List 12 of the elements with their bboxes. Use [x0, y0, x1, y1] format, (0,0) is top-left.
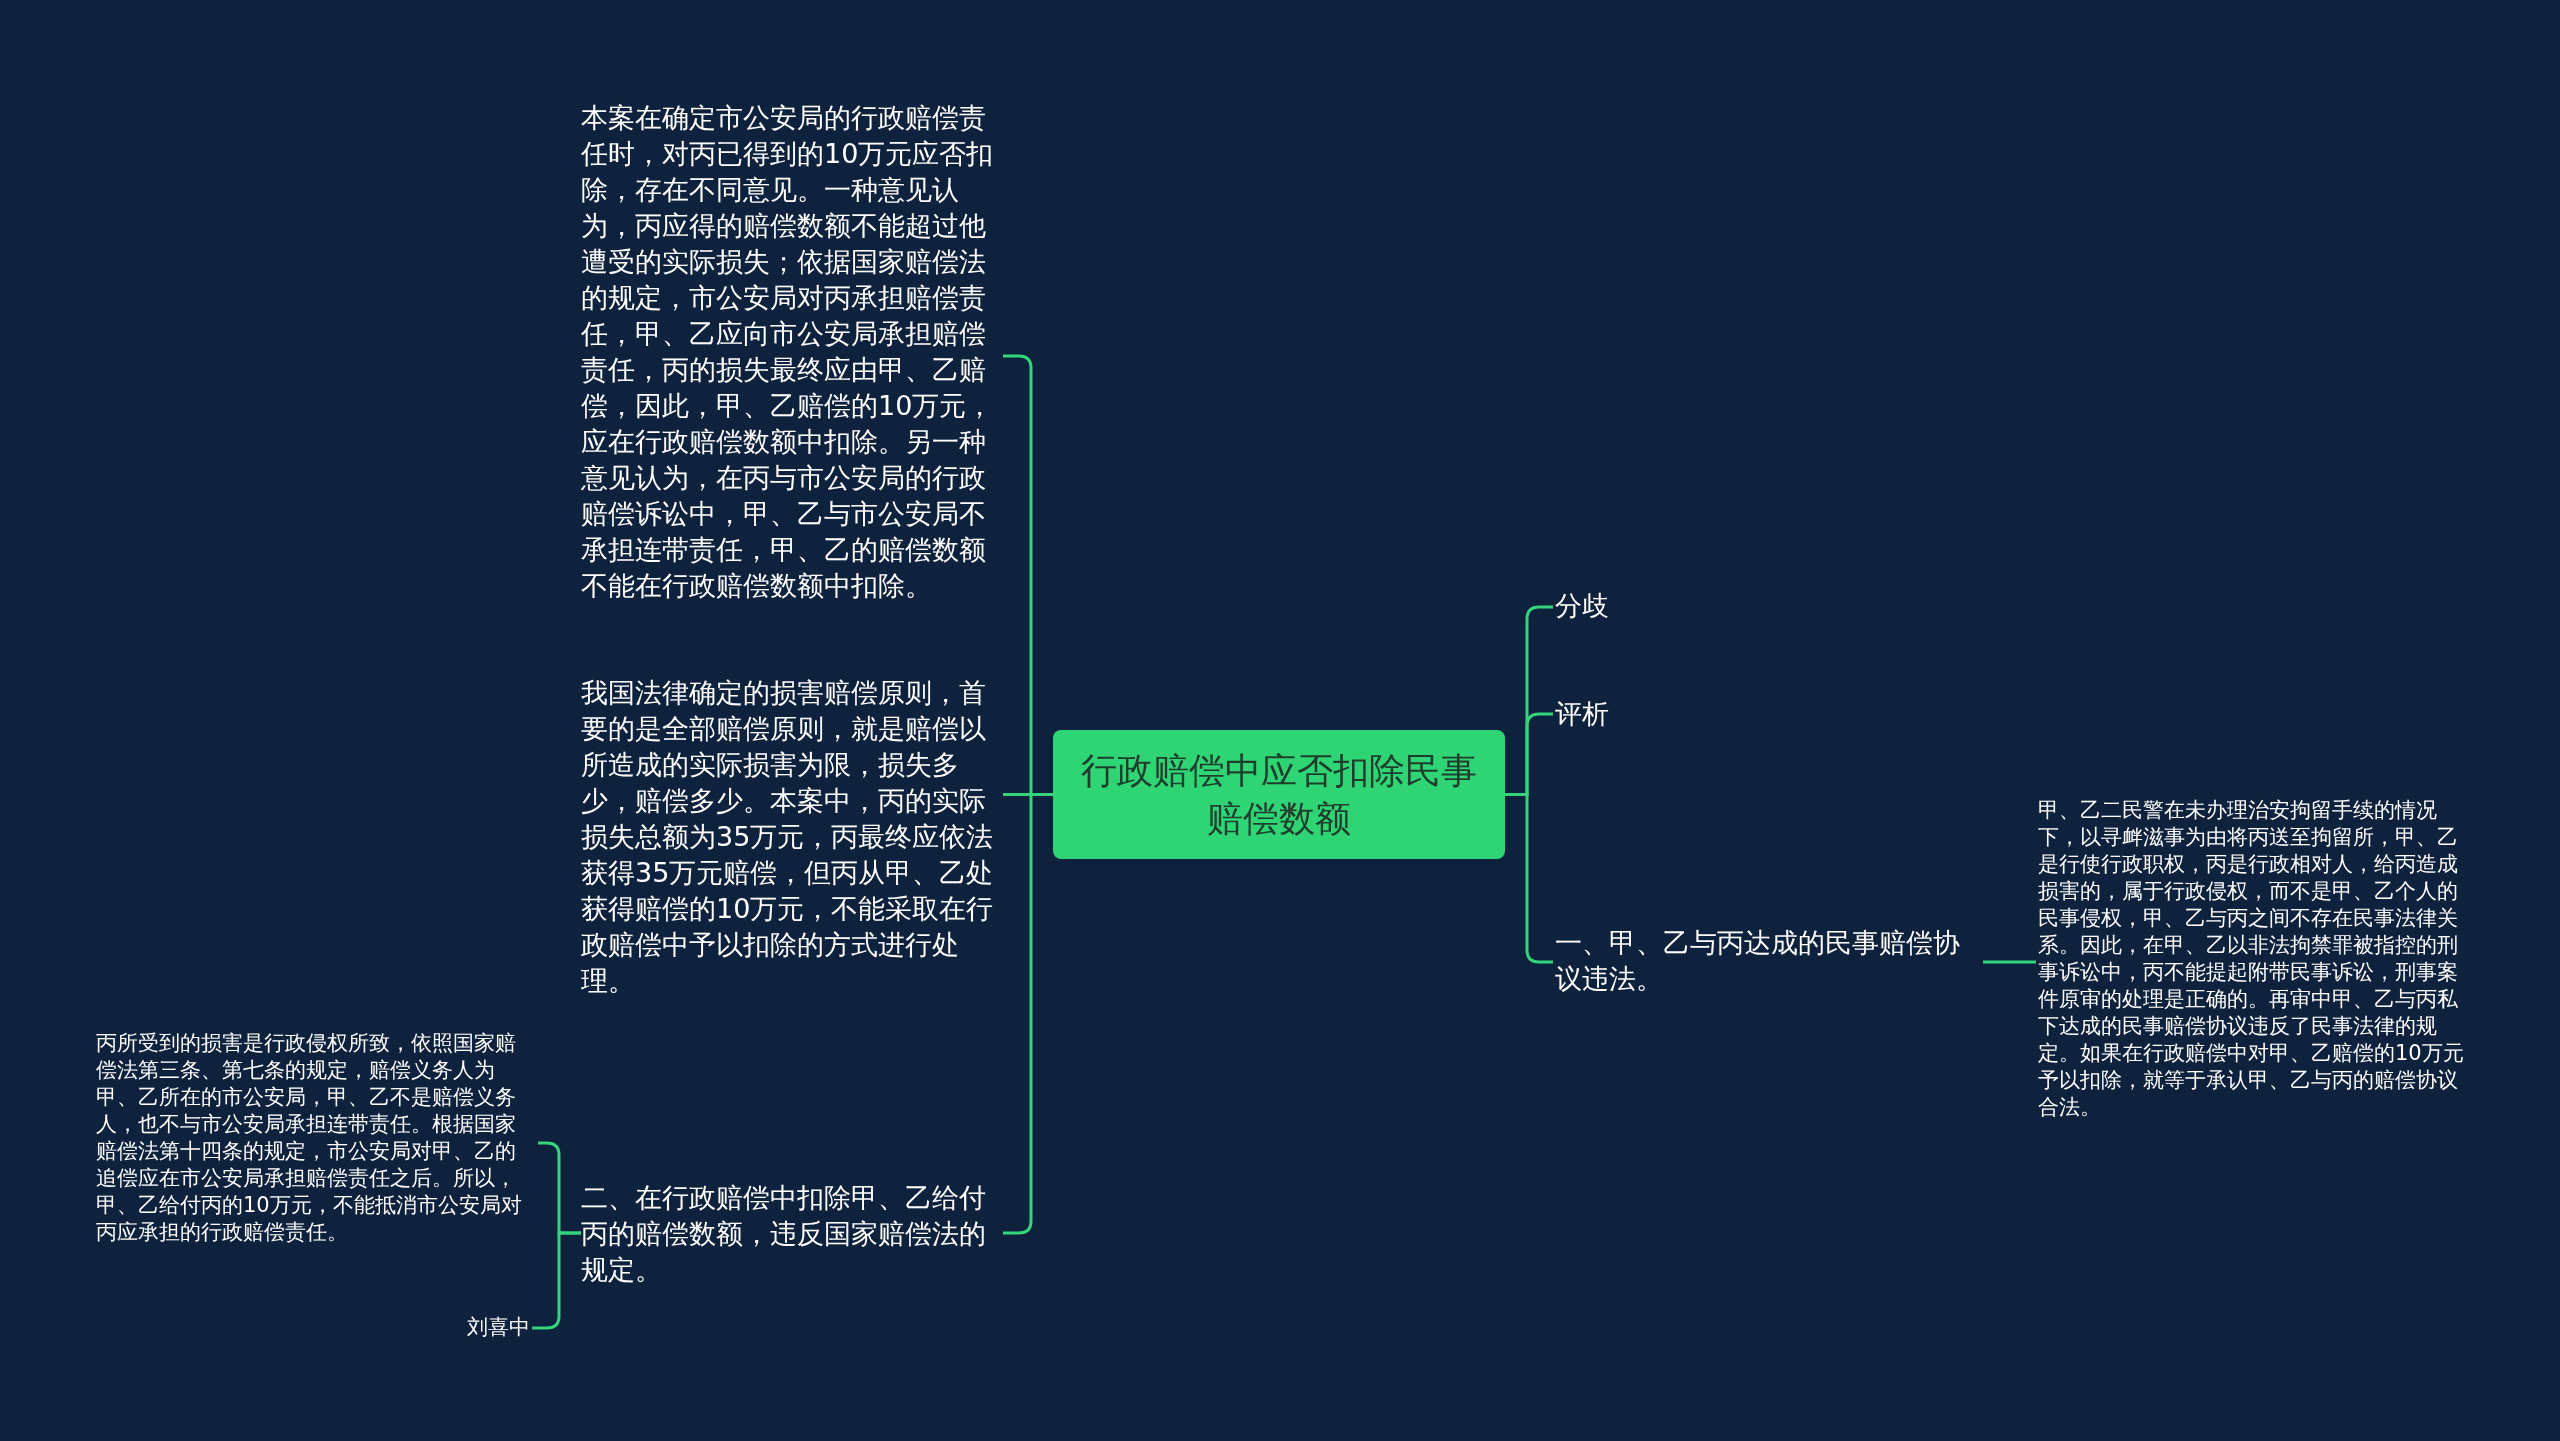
branch-text: 评析	[1555, 696, 1635, 732]
branch-text: 丙所受到的损害是行政侵权所致，依照国家赔偿法第三条、第七条的规定，赔偿义务人为甲、乙所在的市公安局，甲、乙不是赔偿义务人，也不与市公安局承担连带责任。根据国家赔偿法第十四条的规定，市公安局对甲、乙的追偿应在市公安局承担赔偿责任之后。所以，甲、乙给付丙的10万元，不能抵消市公安局对丙应承担的行政赔偿责任。	[96, 1030, 536, 1246]
branch-text: 本案在确定市公安局的行政赔偿责任时，对丙已得到的10万元应否扣除，存在不同意见。一种意见认为，丙应得的赔偿数额不能超过他遭受的实际损失；依据国家赔偿法的规定，市公安局对丙承担赔偿责任，甲、乙应向市公安局承担赔偿责任，丙的损失最终应由甲、乙赔偿，因此，甲、乙赔偿的10万元，应在行政赔偿数额中扣除。另一种意见认为，在丙与市公安局的行政赔偿诉讼中，甲、乙与市公安局不承担连带责任，甲、乙的赔偿数额不能在行政赔偿数额中扣除。	[581, 100, 1001, 604]
topic-box: 行政赔偿中应否扣除民事赔偿数额	[1053, 730, 1505, 859]
connector-line	[1003, 793, 1053, 1235]
branch-text: 二、在行政赔偿中扣除甲、乙给付丙的赔偿数额，违反国家赔偿法的规定。	[581, 1180, 1001, 1288]
branch-text: 一、甲、乙与丙达成的民事赔偿协议违法。	[1555, 925, 1983, 997]
branch-text: 刘喜中	[440, 1314, 530, 1341]
branch-text: 分歧	[1555, 588, 1635, 624]
branch-text: 我国法律确定的损害赔偿原则，首要的是全部赔偿原则，就是赔偿以所造成的实际损害为限，损失多少，赔偿多少。本案中，丙的实际损失总额为35万元，丙最终应依法获得35万元赔偿，但丙从甲、乙处获得赔偿的10万元，不能采取在行政赔偿中予以扣除的方式进行处理。	[581, 675, 1001, 999]
connector-line	[1983, 960, 2036, 964]
branch-text: 甲、乙二民警在未办理治安拘留手续的情况下，以寻衅滋事为由将丙送至拘留所，甲、乙是行使行政职权，丙是行政相对人，给丙造成损害的，属于行政侵权，而不是甲、乙个人的民事侵权，甲、乙与丙之间不存在民事法律关系。因此，在甲、乙以非法拘禁罪被指控的刑事诉讼中，丙不能提起附带民事诉讼，刑事案件原审的处理是正确的。再审中甲、乙与丙私下达成的民事赔偿协议违反了民事法律的规定。如果在行政赔偿中对甲、乙赔偿的10万元予以扣除，就等于承认甲、乙与丙的赔偿协议合法。	[2038, 797, 2478, 1121]
